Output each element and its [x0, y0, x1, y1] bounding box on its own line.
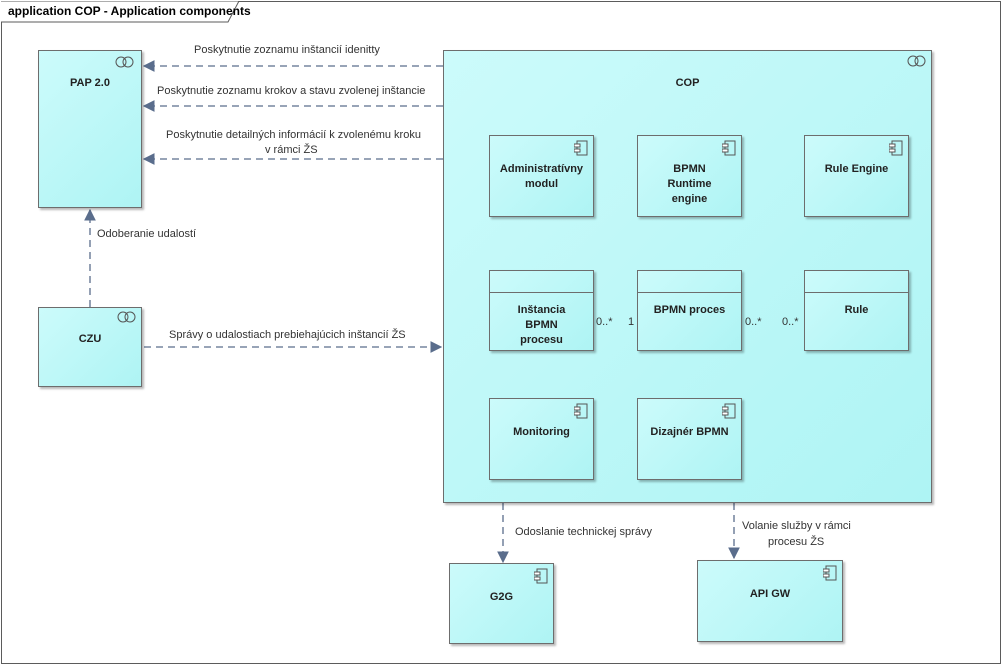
monitoring-component[interactable]: Monitoring — [489, 398, 594, 480]
czu-label: CZU — [78, 333, 102, 345]
bpmn-runtime-component[interactable]: BPMN Runtime engine — [637, 135, 742, 217]
component-icon — [574, 140, 588, 156]
multiplicity-instancia: 0..* — [596, 316, 613, 328]
admin-module-label: Administratívny modul — [499, 163, 584, 190]
bpmn-proces-label: BPMN proces — [653, 304, 726, 316]
api-gw-label: API GW — [749, 588, 791, 600]
rule-engine-component[interactable]: Rule Engine — [804, 135, 909, 217]
monitoring-label: Monitoring — [513, 426, 570, 438]
component-icon — [534, 568, 548, 584]
component-icon — [574, 403, 588, 419]
edge-label-3b: v rámci ŽS — [265, 144, 318, 156]
dizajner-bpmn-label: Dizajnér BPMN — [650, 426, 729, 438]
component-icon — [722, 140, 736, 156]
multiplicity-rule: 0..* — [782, 316, 799, 328]
edge-label-1: Poskytnutie zoznamu inštancií idenitty — [194, 44, 380, 56]
rule-label: Rule — [844, 304, 869, 316]
frame-title: application COP - Application components — [8, 4, 251, 18]
instancia-bpmn-label: Inštancia BPMN procesu — [517, 304, 566, 346]
application-collaboration-icon — [907, 55, 926, 67]
edge-label-4: Odoberanie udalostí — [97, 228, 197, 240]
component-icon — [722, 403, 736, 419]
frame-tab — [1, 1, 240, 23]
instancia-bpmn-object[interactable]: Inštancia BPMN procesu — [489, 270, 594, 351]
component-icon — [823, 565, 837, 581]
rule-engine-label: Rule Engine — [824, 163, 889, 175]
application-collaboration-icon — [117, 311, 136, 323]
edge-label-6: Odoslanie technickej správy — [515, 526, 652, 538]
czu-collaboration[interactable]: CZU — [38, 307, 142, 387]
edge-label-3a: Poskytnutie detailných informácií k zvol… — [166, 129, 421, 141]
admin-module-component[interactable]: Administratívny modul — [489, 135, 594, 217]
object-divider — [805, 292, 908, 293]
g2g-label: G2G — [489, 591, 514, 603]
cop-label: COP — [675, 77, 700, 89]
bpmn-runtime-label: BPMN Runtime engine — [667, 163, 712, 205]
edge-label-5: Správy o udalostiach prebiehajúcich inšt… — [169, 329, 406, 341]
pap-collaboration[interactable]: PAP 2.0 — [38, 50, 142, 208]
application-collaboration-icon — [115, 56, 134, 68]
multiplicity-proces-left: 1 — [628, 316, 635, 328]
dizajner-bpmn-component[interactable]: Dizajnér BPMN — [637, 398, 742, 480]
edge-label-7b: procesu ŽS — [768, 536, 825, 548]
edge-label-7a: Volanie služby v rámci — [742, 520, 851, 532]
component-icon — [889, 140, 903, 156]
g2g-component[interactable]: G2G — [449, 563, 554, 644]
edge-label-2: Poskytnutie zoznamu krokov a stavu zvole… — [157, 85, 426, 97]
object-divider — [490, 292, 593, 293]
rule-object[interactable]: Rule — [804, 270, 909, 351]
api-gw-component[interactable]: API GW — [697, 560, 843, 642]
multiplicity-proces-right: 0..* — [745, 316, 762, 328]
bpmn-proces-object[interactable]: BPMN proces — [637, 270, 742, 351]
object-divider — [638, 292, 741, 293]
pap-label: PAP 2.0 — [70, 77, 110, 89]
